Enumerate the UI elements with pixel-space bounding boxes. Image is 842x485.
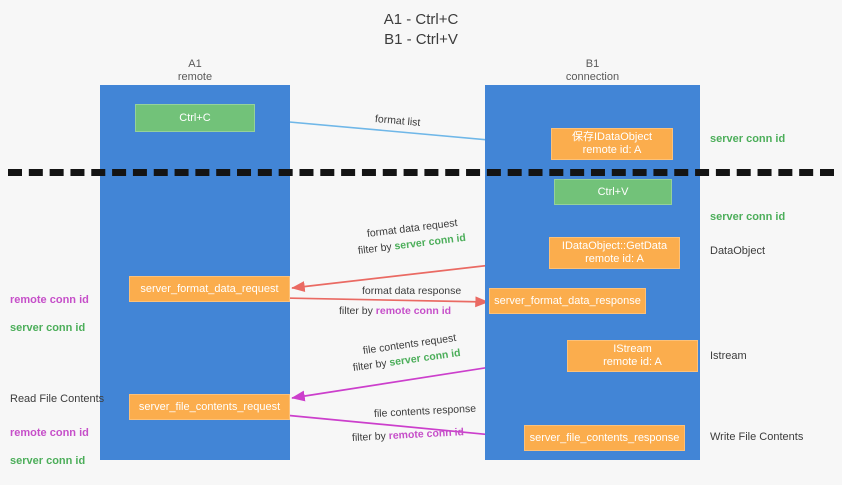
node-idataobject-getdata[interactable]: IDataObject::GetData remote id: A <box>549 237 680 269</box>
node-istream[interactable]: IStream remote id: A <box>567 340 698 372</box>
annotation-server-conn-id-top: server conn id <box>710 133 786 145</box>
node-server-format-data-request[interactable]: server_format_data_request <box>129 276 290 302</box>
lane-header-a1: A1 remote <box>177 58 213 83</box>
node-server-file-contents-request[interactable]: server_file_contents_request <box>129 394 290 420</box>
edge-label-file-contents-response-filter: filter by remote conn id <box>352 426 465 444</box>
annotation-conn-ids-lower: remote conn id server conn id <box>10 412 100 482</box>
remote-conn-id-label: remote conn id <box>10 427 89 439</box>
edge-label-file-contents-response: file contents response <box>373 402 477 420</box>
lane-header-b1: B1 connection <box>565 58 620 83</box>
edge-label-format-data-response-filter: filter by remote conn id <box>339 305 451 317</box>
edge-label-format-data-response: format data response <box>362 285 462 297</box>
node-server-format-data-response[interactable]: server_format_data_response <box>489 288 646 314</box>
edge-label-format-list: format list <box>374 113 421 129</box>
annotation-server-conn-id-second: server conn id <box>710 211 786 223</box>
section-divider <box>8 169 834 176</box>
server-conn-id-label: server conn id <box>10 322 86 334</box>
filter-prefix: filter by <box>339 305 376 317</box>
annotation-istream: Istream <box>710 350 747 362</box>
filter-prefix: filter by <box>357 240 396 257</box>
filter-prefix: filter by <box>352 356 391 374</box>
remote-conn-id-label: remote conn id <box>10 294 89 306</box>
filter-prefix: filter by <box>351 430 390 444</box>
node-save-idataobject[interactable]: 保存IDataObject remote id: A <box>551 128 673 160</box>
annotation-dataobject: DataObject <box>710 245 766 257</box>
diagram-title: A1 - Ctrl+C B1 - Ctrl+V <box>383 11 459 48</box>
annotation-write-file-contents: Write File Contents <box>710 431 804 443</box>
node-ctrl-v[interactable]: Ctrl+V <box>554 179 672 205</box>
filter-value-remote-conn-id: remote conn id <box>375 305 452 317</box>
filter-value-remote-conn-id: remote conn id <box>388 426 465 443</box>
annotation-read-file-contents: Read File Contents <box>10 393 105 405</box>
annotation-conn-ids-middle: remote conn id server conn id <box>10 279 100 349</box>
node-server-file-contents-response[interactable]: server_file_contents_response <box>524 425 685 451</box>
node-ctrl-c[interactable]: Ctrl+C <box>135 104 255 132</box>
server-conn-id-label: server conn id <box>10 455 86 467</box>
